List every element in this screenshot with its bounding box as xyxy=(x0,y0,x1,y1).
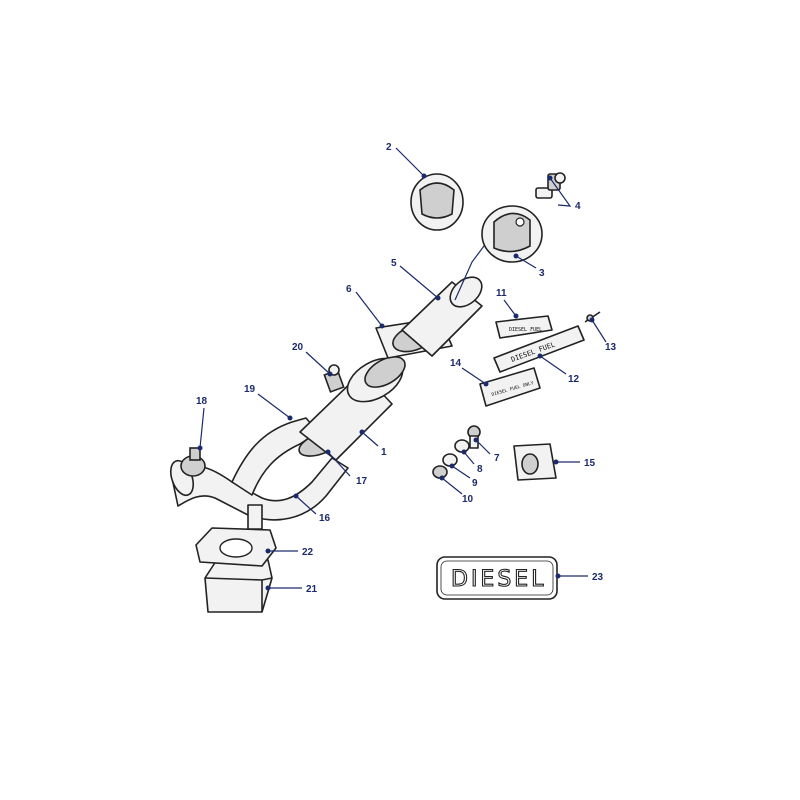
part-4-key-and-lock xyxy=(535,172,566,199)
part-18-hose-clamp xyxy=(180,447,206,477)
leader-arrowheads xyxy=(197,173,595,591)
callout-16: 16 xyxy=(319,513,331,524)
leader-4 xyxy=(549,177,572,207)
leader-20 xyxy=(305,351,331,375)
leader-lines xyxy=(199,147,607,589)
part-21-mounting-block xyxy=(204,557,273,613)
leader-17 xyxy=(327,451,351,477)
leader-19 xyxy=(257,393,291,419)
part-22-gasket xyxy=(195,527,277,567)
callout-4: 4 xyxy=(575,201,581,212)
callout-5: 5 xyxy=(391,258,397,269)
part-3-locking-cap xyxy=(481,205,543,263)
part-9-washer xyxy=(442,453,458,467)
part-1-filler-neck xyxy=(299,356,406,461)
callout-6: 6 xyxy=(346,284,352,295)
leader-14 xyxy=(461,367,487,385)
callout-13: 13 xyxy=(605,342,617,353)
leader-13 xyxy=(591,319,607,343)
callout-11: 11 xyxy=(496,288,507,299)
callout-10: 10 xyxy=(462,494,474,505)
leader-9 xyxy=(451,465,471,479)
leader-5 xyxy=(399,265,439,299)
callout-19: 19 xyxy=(244,384,256,395)
part-8-washer xyxy=(454,439,470,453)
callout-18: 18 xyxy=(196,396,208,407)
callout-23: 23 xyxy=(592,572,604,583)
leader-10 xyxy=(441,477,463,495)
callout-7: 7 xyxy=(494,453,500,464)
part-16-lower-hose xyxy=(169,417,349,530)
part-10-nut xyxy=(432,465,448,479)
callout-14: 14 xyxy=(450,358,462,369)
plate-11-label: DIESEL FUEL xyxy=(509,327,542,333)
part-23-diesel-badge: DIESEL xyxy=(436,556,558,600)
callout-12: 12 xyxy=(568,374,580,385)
part-15-housing xyxy=(513,443,557,481)
part-7-bolt xyxy=(467,425,481,449)
leader-7 xyxy=(475,439,491,455)
callout-3: 3 xyxy=(539,268,545,279)
leader-12 xyxy=(539,355,567,375)
callout-numbers: 1 2 3 4 5 6 7 8 9 10 11 12 13 14 15 16 1… xyxy=(196,142,617,595)
callout-17: 17 xyxy=(356,476,368,487)
leader-16 xyxy=(295,495,317,515)
leader-8 xyxy=(463,451,475,465)
callout-9: 9 xyxy=(472,478,478,489)
diesel-badge-label: DIESEL xyxy=(451,567,546,592)
leader-11 xyxy=(503,299,517,317)
callout-15: 15 xyxy=(584,458,596,469)
callout-22: 22 xyxy=(302,547,314,558)
callout-8: 8 xyxy=(477,464,483,475)
part-11-small-plate: DIESEL FUEL xyxy=(495,315,553,339)
part-20-breather-connector xyxy=(323,364,345,393)
callout-21: 21 xyxy=(306,584,318,595)
part-2-filler-cap xyxy=(410,173,464,231)
leader-18 xyxy=(199,407,205,449)
leader-3 xyxy=(515,255,537,269)
leader-2 xyxy=(395,147,425,177)
part-5-filler-tube xyxy=(401,237,491,357)
callout-20: 20 xyxy=(292,342,304,353)
part-14-bracket-plate: DIESEL FUEL ONLY xyxy=(479,367,541,407)
callout-2: 2 xyxy=(386,142,392,153)
leader-1 xyxy=(361,431,379,447)
callout-1: 1 xyxy=(381,447,387,458)
leader-6 xyxy=(355,291,383,327)
